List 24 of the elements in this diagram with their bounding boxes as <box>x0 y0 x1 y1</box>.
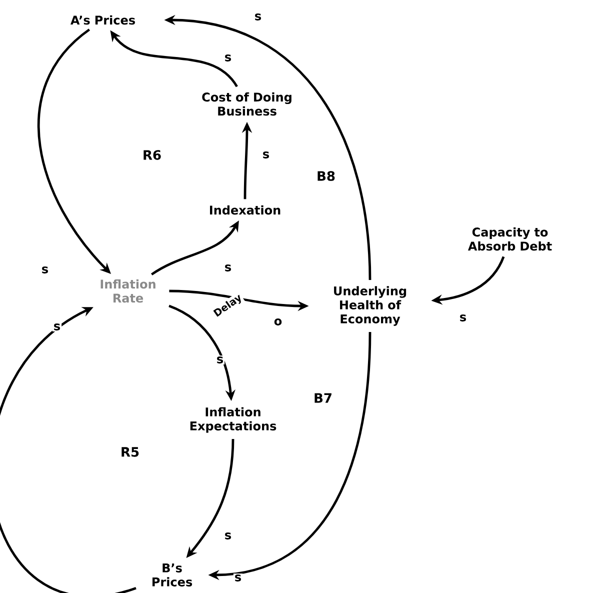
polarity-label: o <box>272 318 284 326</box>
polarity-label: s <box>52 322 62 332</box>
loop-label: R6 <box>141 149 163 161</box>
variable-label: Capacity to Absorb Debt <box>468 227 552 251</box>
loop-label: B7 <box>312 392 334 404</box>
polarity-label: s <box>223 532 233 540</box>
polarity-label: s <box>223 54 233 62</box>
polarity-label: s <box>233 574 243 582</box>
variable-label: Indexation <box>210 205 280 215</box>
variable-label: Inflation Rate <box>100 279 156 303</box>
variable-label: A’s Prices <box>70 15 135 25</box>
polarity-label: s <box>223 264 233 272</box>
arrow <box>0 307 136 593</box>
variable-label: B’s Prices <box>152 564 192 586</box>
loop-label: R5 <box>119 446 141 458</box>
variable-label: Inflation Expectations <box>190 407 276 433</box>
polarity-label: s <box>40 266 50 274</box>
variable-label: Cost of Doing Business <box>202 92 292 116</box>
loop-label: B8 <box>316 170 336 182</box>
polarity-label: s <box>215 356 225 364</box>
polarity-label: s <box>261 150 271 160</box>
polarity-label: s <box>253 12 263 22</box>
variable-label: Underlying Health of Economy <box>334 286 406 326</box>
polarity-label: s <box>458 314 468 322</box>
